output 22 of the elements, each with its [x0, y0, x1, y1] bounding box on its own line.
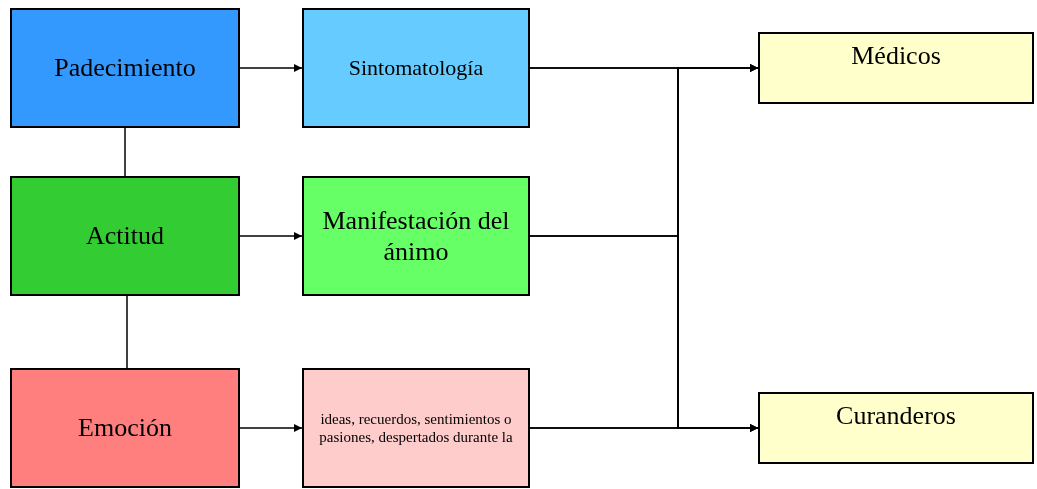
box-label: Médicos [851, 40, 941, 72]
arrow [239, 64, 303, 72]
process-box [10, 8, 240, 128]
process-box [758, 392, 1034, 464]
process-box [302, 368, 530, 488]
arrow [239, 424, 303, 432]
box-label: Curanderos [836, 400, 956, 432]
process-box [758, 32, 1034, 104]
arrow [529, 424, 759, 432]
process-box [10, 176, 240, 296]
box-label: Emoción [78, 412, 172, 444]
process-box [10, 368, 240, 488]
box-label: ideas, recuerdos, sentimientos o pasiones, despertados durante la [318, 410, 514, 446]
process-box [302, 176, 530, 296]
box-label: Manifestación del ánimo [321, 204, 511, 268]
connector-line [124, 127, 126, 177]
box-label: Padecimiento [54, 52, 196, 84]
connector-line [126, 295, 128, 369]
box-label: Actitud [86, 220, 164, 252]
box-label: Sintomatología [348, 54, 484, 82]
process-box [302, 8, 530, 128]
arrow [239, 232, 303, 240]
